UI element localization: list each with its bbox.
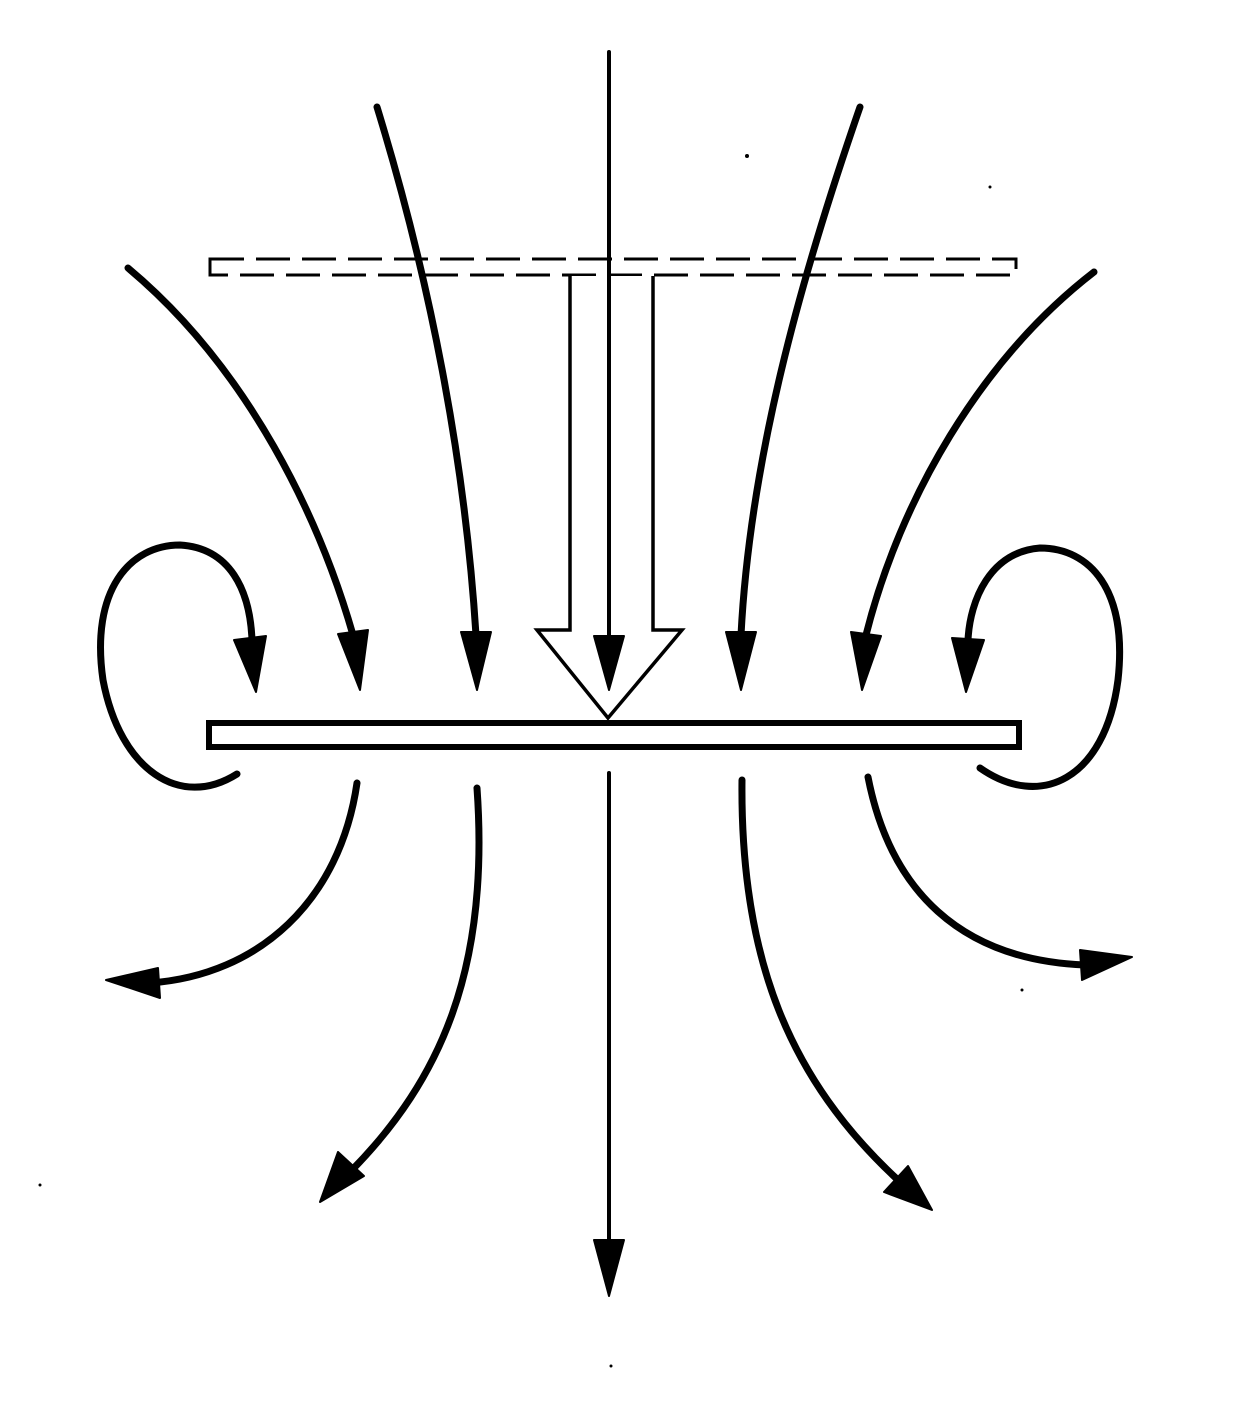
vortex-right — [964, 544, 1124, 790]
streamline-mid-right — [862, 268, 1098, 639]
streamline-lower-inner-right-arrowhead-icon — [883, 1165, 933, 1211]
previous-plate-position — [208, 257, 1018, 277]
streamline-mid-left — [124, 264, 357, 639]
streamline-lower-mid-left-arrowhead-icon — [105, 967, 161, 999]
streamline-center-lower-arrowhead-icon — [593, 1239, 625, 1297]
streamline-lower-inner-left-arrowhead-icon — [319, 1151, 365, 1203]
outgoing-streamlines — [105, 771, 1133, 1297]
streamline-inner-right-arrowhead-icon — [725, 631, 757, 691]
vortex-left-arrowhead-icon — [233, 635, 267, 693]
streamline-lower-mid-right — [864, 773, 1089, 969]
plate — [206, 720, 1022, 750]
streamline-mid-right-arrowhead-icon — [850, 631, 882, 691]
streamline-lower-inner-right — [738, 776, 902, 1184]
scan-specks — [38, 154, 1024, 1368]
vortex-right-arrowhead-icon — [951, 637, 985, 693]
vortex-left — [97, 541, 256, 791]
streamline-mid-left-arrowhead-icon — [337, 629, 369, 691]
streamline-inner-left-arrowhead-icon — [460, 631, 492, 691]
streamline-inner-left — [373, 103, 480, 639]
streamline-lower-mid-right-arrowhead-icon — [1079, 949, 1133, 981]
incoming-streamlines — [124, 50, 1098, 691]
streamline-lower-mid-left — [146, 779, 361, 987]
streamline-center-arrowhead-icon — [593, 635, 625, 691]
streamline-lower-inner-left — [348, 784, 483, 1174]
streamline-inner-right — [737, 103, 864, 639]
edge-vortices — [97, 541, 1124, 791]
